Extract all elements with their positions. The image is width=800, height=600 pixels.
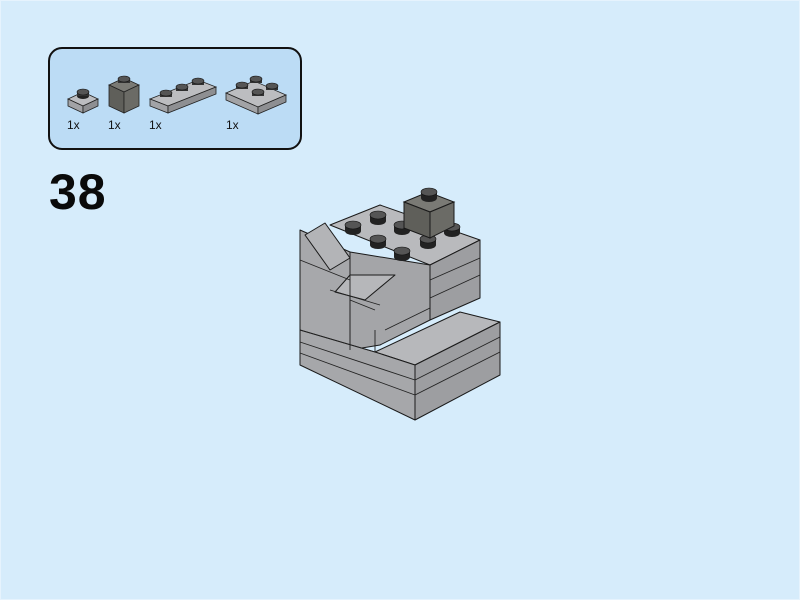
brick-1x1-icon [108,75,140,114]
parts-list-panel: 1x 1x 1x 1x [48,47,302,150]
part-qty-4: 1x [226,118,239,132]
step-number: 38 [49,164,107,220]
plate-1x1-icon [67,88,99,114]
part-qty-3: 1x [149,118,162,132]
part-qty-2: 1x [108,118,121,132]
part-qty-1: 1x [67,118,80,132]
plate-2x2-icon [224,75,288,115]
plate-1x3-icon [148,77,218,114]
assembled-model-illustration [299,187,501,421]
